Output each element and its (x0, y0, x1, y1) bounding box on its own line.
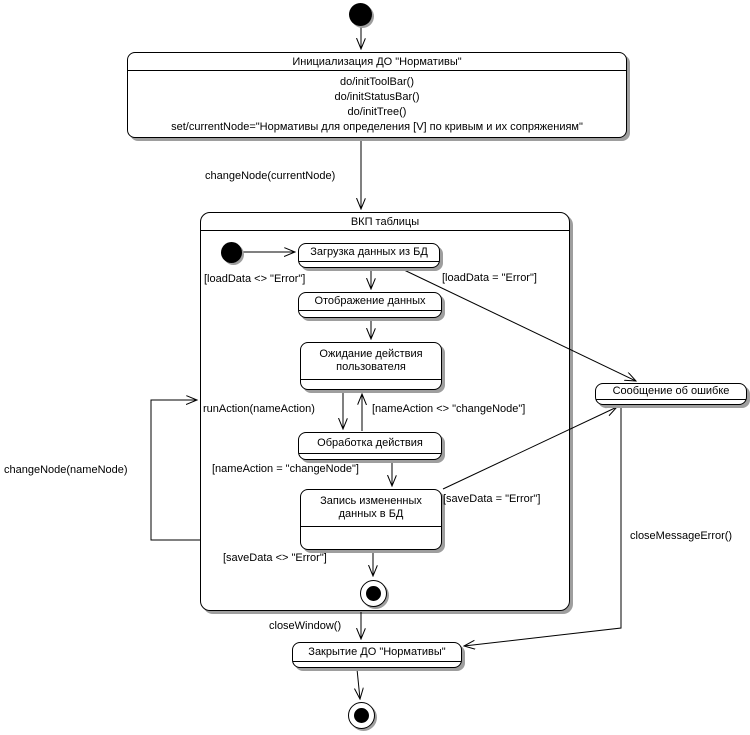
inner-final-state-node (360, 580, 387, 607)
label-close-window: closeWindow() (269, 620, 342, 632)
state-init-action: do/initTree() (347, 106, 407, 118)
state-display: Отображение данных (298, 292, 442, 318)
state-init-action: do/initStatusBar() (334, 91, 420, 103)
inner-initial-state-node (221, 242, 242, 263)
state-error: Сообщение об ошибке (595, 383, 747, 405)
state-init-title: Инициализация ДО "Нормативы" (128, 53, 626, 71)
state-wait-title: Ожидание действия пользователя (301, 343, 441, 380)
state-display-title: Отображение данных (299, 293, 441, 311)
state-process-title: Обработка действия (299, 433, 441, 454)
state-init: Инициализация ДО "Нормативы" do/initTool… (127, 52, 627, 138)
label-action-change: [nameAction = "changeNode"] (212, 463, 359, 475)
final-state-node (348, 702, 375, 729)
label-load-error: [loadData = "Error"] (442, 272, 537, 284)
state-init-action: do/initToolBar() (340, 76, 414, 88)
edge-load-to-error (401, 268, 636, 381)
state-save: Запись измененных данных в БД (300, 489, 442, 550)
state-close-compartment (293, 662, 461, 667)
state-error-title: Сообщение об ошибке (596, 384, 746, 400)
label-change-node-current: changeNode(currentNode) (205, 170, 336, 182)
label-save-error: [saveData = "Error"] (443, 493, 541, 505)
label-action-not-change: [nameAction <> "changeNode"] (372, 403, 526, 415)
edge-save-to-error (442, 407, 617, 490)
label-run-action: runAction(nameAction) (203, 403, 315, 415)
label-save-ok: [saveData <> "Error"] (223, 552, 327, 564)
state-process-compartment (299, 454, 441, 459)
label-close-message-error: closeMessageError() (630, 530, 733, 542)
label-change-node-name: changeNode(nameNode) (4, 464, 128, 476)
state-close-title: Закрытие ДО "Нормативы" (293, 643, 461, 662)
state-init-actions: do/initToolBar() do/initStatusBar() do/i… (128, 71, 626, 135)
state-load: Загрузка данных из БД (298, 243, 440, 268)
state-wait-compartment (301, 380, 441, 389)
edge-close-to-final (357, 668, 360, 699)
state-close: Закрытие ДО "Нормативы" (292, 642, 462, 668)
state-load-title: Загрузка данных из БД (299, 244, 439, 262)
state-error-compartment (596, 400, 746, 404)
state-display-compartment (299, 311, 441, 317)
state-composite-title: ВКП таблицы (201, 213, 569, 231)
state-composite-vkp: ВКП таблицы (200, 212, 570, 611)
state-load-compartment (299, 262, 439, 267)
state-init-action: set/currentNode="Нормативы для определен… (171, 121, 583, 133)
initial-state-node (349, 3, 372, 26)
label-load-ok: [loadData <> "Error"] (204, 273, 306, 285)
state-wait: Ожидание действия пользователя (300, 342, 442, 390)
inner-final-state-dot (366, 586, 381, 601)
edge-error-to-close (464, 406, 622, 646)
state-save-compartment (301, 527, 441, 549)
state-process: Обработка действия (298, 432, 442, 460)
edge-composite-self-loop (150, 400, 200, 541)
state-save-title: Запись измененных данных в БД (301, 490, 441, 527)
final-state-dot (354, 708, 369, 723)
